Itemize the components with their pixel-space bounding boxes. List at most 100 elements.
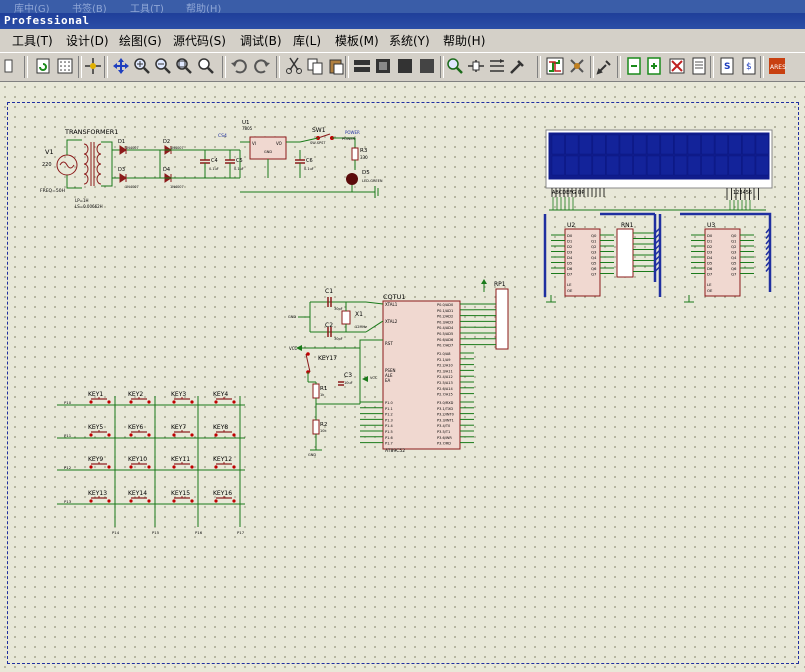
key17-contact [306,352,310,356]
zoom-in-button[interactable] [133,57,151,75]
toolbar-separator [24,56,28,78]
pick-device-button[interactable] [446,57,464,75]
wire-autorouter-button[interactable] [546,57,564,75]
keypad-key-contact [190,499,194,503]
pin-label: Q1 [731,239,737,244]
menu-tools[interactable]: 工具(T) [12,34,53,48]
mcu-pin-rst: RST [385,341,393,346]
ares-icon: ARES [768,57,786,75]
design-explorer-button[interactable] [690,57,708,75]
grid-button[interactable] [56,57,74,75]
mcu-pin-p0: P0.1/AD1 [437,309,453,313]
lcd-char-cell [592,134,606,155]
keypad-key-label: KEY15 [171,490,190,497]
bill-of-materials-icon: S [718,57,736,75]
refresh-button[interactable] [34,57,52,75]
keypad-col-label: P17 [237,530,245,535]
svg-text:ARES: ARES [770,64,786,71]
toolbar-separator [760,56,764,78]
new-sheet-button[interactable] [625,57,643,75]
menu-source[interactable]: 源代码(S) [173,34,226,48]
remove-sheet-button[interactable] [645,57,663,75]
zoom-out-icon [154,57,172,75]
keypad-key-label: KEY7 [171,424,186,431]
r3-value: 330 [360,155,368,160]
block-delete-button[interactable] [418,57,436,75]
diode-label: D1 [118,139,125,145]
zoom-out-button[interactable] [154,57,172,75]
lcd-char-cell [646,134,660,155]
keypad-key-contact [129,433,133,437]
search-tag-button[interactable] [568,57,586,75]
x1-value: 12MHz [355,325,367,329]
paste-button[interactable] [327,57,345,75]
zoom-area-button[interactable] [197,57,215,75]
regulator-label: U1 [242,120,250,126]
transformer-primary-coil [83,143,89,155]
property-tool-button[interactable] [596,57,614,75]
keypad-key-contact [107,400,111,404]
block-copy-button[interactable] [353,57,371,75]
decompose-button[interactable] [509,57,527,75]
menu-system[interactable]: 系统(Y) [389,34,430,48]
menu-debug[interactable]: 调试(B) [240,34,282,48]
mcu-pin-p3: P3.4/T0 [437,424,450,428]
menu-graph[interactable]: 绘图(G) [119,34,162,48]
undo-button[interactable] [230,57,248,75]
block-rotate-button[interactable] [396,57,414,75]
menu-design[interactable]: 设计(D) [66,34,109,48]
mcu-pin-p1: P1.2 [385,413,393,417]
mcu-body [382,300,461,450]
lcd-char-cell [701,155,715,176]
keypad-key-contact [129,400,133,404]
pin-label: D2 [567,244,573,249]
lcd-char-cell [606,134,620,155]
toolbar-separator [222,56,226,78]
block-move-button[interactable] [374,57,392,75]
cap-label: C5 [236,158,243,164]
ghost-menu-item: 书签(B) [72,4,107,13]
ares-button[interactable]: ARES [768,57,786,75]
pin-label: Q2 [591,244,597,249]
pin-label: D3 [567,250,573,255]
mcu-pin-p1: P1.1 [385,407,393,411]
c2-value: 30pF [334,337,343,341]
keypad-key-contact [190,433,194,437]
menu-library[interactable]: 库(L) [293,34,322,48]
pin-label: D7 [707,272,713,277]
make-device-button[interactable] [467,57,485,75]
window-title: Professional [4,14,90,27]
keypad-key-label: KEY5 [88,424,103,431]
r2-body [312,419,320,435]
transformer-param: LS=0.00662H [75,204,103,209]
lcd-char-cell [551,134,565,155]
pan-button[interactable] [112,57,130,75]
keypad-key-contact [172,400,176,404]
bus-entry [654,232,661,240]
menu-template[interactable]: 模板(M) [335,34,379,48]
r1-label: R1 [320,386,327,392]
menu-help[interactable]: 帮助(H) [443,34,486,48]
keypad-col-label: P14 [112,530,120,535]
mcu-pin-p2: P2.3/A11 [437,369,453,373]
copy-button[interactable] [306,57,324,75]
zoom-all-button[interactable] [175,57,193,75]
origin-button[interactable] [84,57,102,75]
mcu-pin-p3: P3.5/T1 [437,430,450,434]
bill-of-materials-button[interactable]: S [718,57,736,75]
electrical-check-button[interactable]: $ [740,57,758,75]
vcc-arrow [296,345,302,351]
redo-button[interactable] [253,57,271,75]
block-copy-icon [353,57,371,75]
cut-button[interactable] [285,57,303,75]
packaging-tool-button[interactable] [488,57,506,75]
pin-label: D1 [707,239,713,244]
v1-value: 220 [42,162,52,168]
switch-value: SW-SPST [310,141,326,145]
power-net-label: POWER [345,130,360,135]
toolbar-overflow-button[interactable] [0,57,13,75]
toolbar: S$ ARES [0,52,805,82]
title-bar[interactable]: Professional [0,13,805,29]
netlist-button[interactable] [668,57,686,75]
